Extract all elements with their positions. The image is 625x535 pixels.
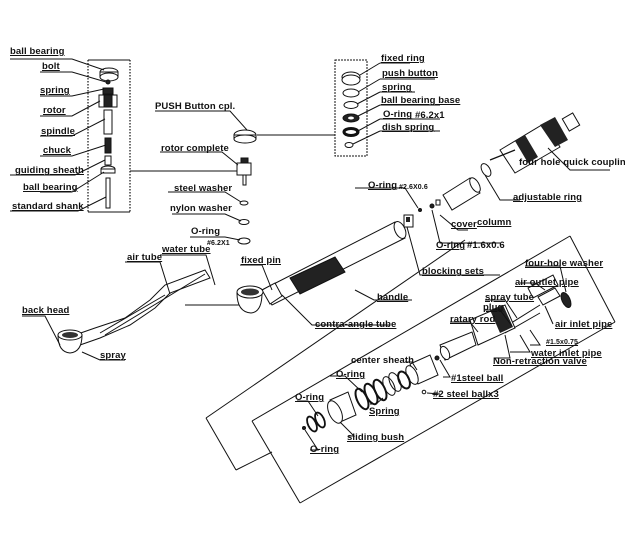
label-ball-bearing-bottom: ball bearing xyxy=(23,182,78,193)
label-oring-b: O-ring xyxy=(436,240,466,251)
cartridge-box xyxy=(87,59,160,213)
label-rotor: rotor xyxy=(43,105,66,116)
label-bolt: bolt xyxy=(42,61,60,72)
label-oring-head-spec: #6.2X1 xyxy=(207,240,230,247)
label-handle: handle xyxy=(377,292,409,303)
label-oring-3: O-ring xyxy=(310,444,340,455)
back-head-assembly xyxy=(57,269,240,354)
label-rotor-complete: rotor complete xyxy=(161,143,229,154)
label-oring-small-spec: #2.6X0.6 xyxy=(399,184,428,191)
label-oring-pb: O-ring xyxy=(383,109,413,120)
label-dish-spring: dish spring xyxy=(382,122,435,133)
label-spray-tube: spray tube xyxy=(485,292,535,303)
coupling-parts xyxy=(418,112,581,212)
inner-parts xyxy=(302,274,572,433)
label-spec-1-5: #1.5x0.75 xyxy=(546,339,579,346)
label-ball-bearing-top: ball bearing xyxy=(10,46,65,57)
label-ratary-rod: ratary rod xyxy=(450,314,496,325)
leader-lines xyxy=(10,58,610,451)
head-parts xyxy=(160,129,257,245)
label-oring-small: O-ring xyxy=(368,180,398,191)
label-adjustable-ring: adjustable ring xyxy=(513,192,583,203)
label-push-button-cpl: PUSH Button cpl. xyxy=(155,101,236,112)
label-water-tube: water tube xyxy=(162,244,211,255)
label-spindle: spindle xyxy=(41,126,75,137)
label-spray: spray xyxy=(100,350,126,361)
label-steel-washer: steel washer xyxy=(174,183,233,194)
label-fixed-ring: fixed ring xyxy=(381,53,425,64)
label-non-retraction-valve: Non-retraction valve xyxy=(493,356,587,367)
label-ball-bearing-base: ball bearing base xyxy=(381,95,461,106)
handle-assembly xyxy=(236,214,414,314)
label-guiding-sheath: guiding sheath xyxy=(15,165,84,176)
label-center-sheath: center sheath xyxy=(351,355,415,366)
label-plug: plug xyxy=(483,302,504,313)
label-blocking-sets: blocking sets xyxy=(422,266,485,277)
label-spring-pb: spring xyxy=(382,82,412,93)
label-oring-1: O-ring xyxy=(336,369,366,380)
label-spring: spring xyxy=(40,85,70,96)
label-steel-ball-1: #1steel ball xyxy=(451,373,504,384)
label-chuck: chuck xyxy=(43,145,71,156)
label-nylon-washer: nylon washer xyxy=(170,203,232,214)
label-column: column xyxy=(477,217,512,228)
label-back-head: back head xyxy=(22,305,70,316)
label-push-button: push button xyxy=(382,68,438,79)
label-oring-head: O-ring xyxy=(191,226,221,237)
cartridge-parts xyxy=(98,67,119,209)
label-air-outlet-pipe: air outlet pipe xyxy=(515,277,579,288)
label-cover: cover xyxy=(451,219,477,230)
label-fixed-pin: fixed pin xyxy=(241,255,281,266)
label-four-hole-quick-coupling: four hole quick coupling xyxy=(519,157,625,168)
label-four-hole-washer: four-hole washer xyxy=(525,258,604,269)
label-contra-angle-tube: contra-angle tube xyxy=(315,319,397,330)
label-oring-b-spec: #1.6x0.6 xyxy=(467,240,505,251)
push-button-box xyxy=(257,59,368,157)
label-sliding-bush: sliding bush xyxy=(347,432,405,443)
label-air-tube: air tube xyxy=(127,252,163,263)
label-standard-shank: standard shank xyxy=(12,201,84,212)
coupling-box-outlines xyxy=(205,235,616,504)
label-oring-pb-spec: #6.2x1 xyxy=(415,110,445,121)
label-air-inlet-pipe: air inlet pipe xyxy=(555,319,613,330)
label-oring-2: O-ring xyxy=(295,392,325,403)
label-spring-inner: Spring xyxy=(369,406,400,417)
label-water-inlet-pipe: water inlet pipe xyxy=(531,348,602,359)
label-steel-ball-2: #2 steel ballx3 xyxy=(433,389,499,400)
